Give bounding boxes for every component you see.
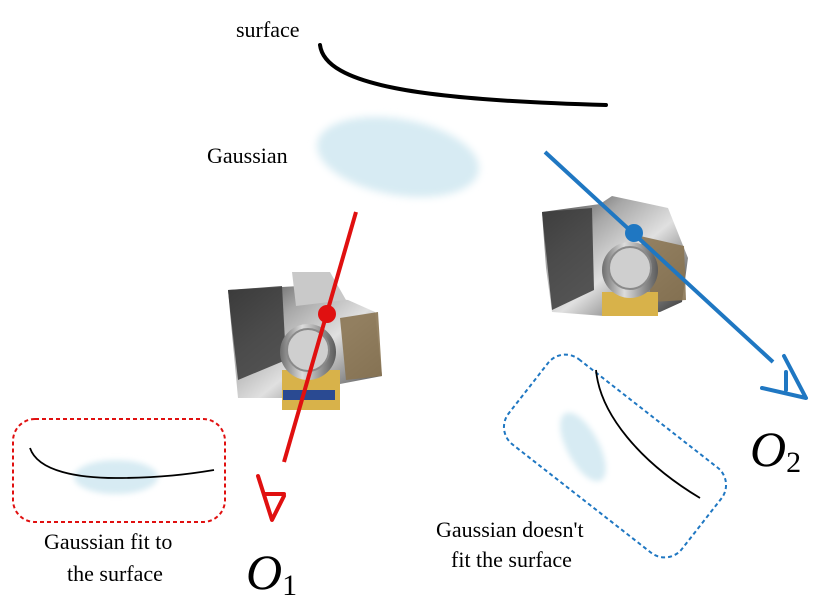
scene-photo-red-view	[228, 272, 382, 410]
blue-eye-icon	[760, 354, 808, 400]
nofit-caption-line1: Gaussian doesn't	[436, 517, 584, 542]
gaussian-label: Gaussian	[207, 143, 288, 168]
inset-nofit	[502, 353, 728, 559]
observer-1-letter: O	[246, 544, 282, 600]
scene-photo-blue-view	[542, 196, 688, 316]
observer-1-subscript: 1	[282, 569, 297, 602]
observer-2-subscript: 2	[786, 446, 801, 479]
inset-fit	[12, 418, 226, 523]
blue-ray	[543, 150, 775, 364]
surface-label: surface	[236, 17, 300, 42]
blue-ray-intersection-dot	[625, 224, 643, 242]
fit-caption-line1: Gaussian fit to	[44, 529, 172, 554]
nofit-caption-line2: fit the surface	[451, 547, 572, 572]
fit-caption-line2: the surface	[67, 561, 163, 586]
gaussian-ellipse	[316, 116, 480, 198]
observer-1-label: O1	[246, 544, 297, 602]
red-ray-intersection-dot	[318, 305, 336, 323]
observer-2-letter: O	[750, 421, 786, 477]
red-ray	[282, 211, 358, 463]
red-eye-icon	[256, 474, 286, 522]
observer-2-label: O2	[750, 421, 801, 479]
surface-curve	[318, 43, 608, 107]
